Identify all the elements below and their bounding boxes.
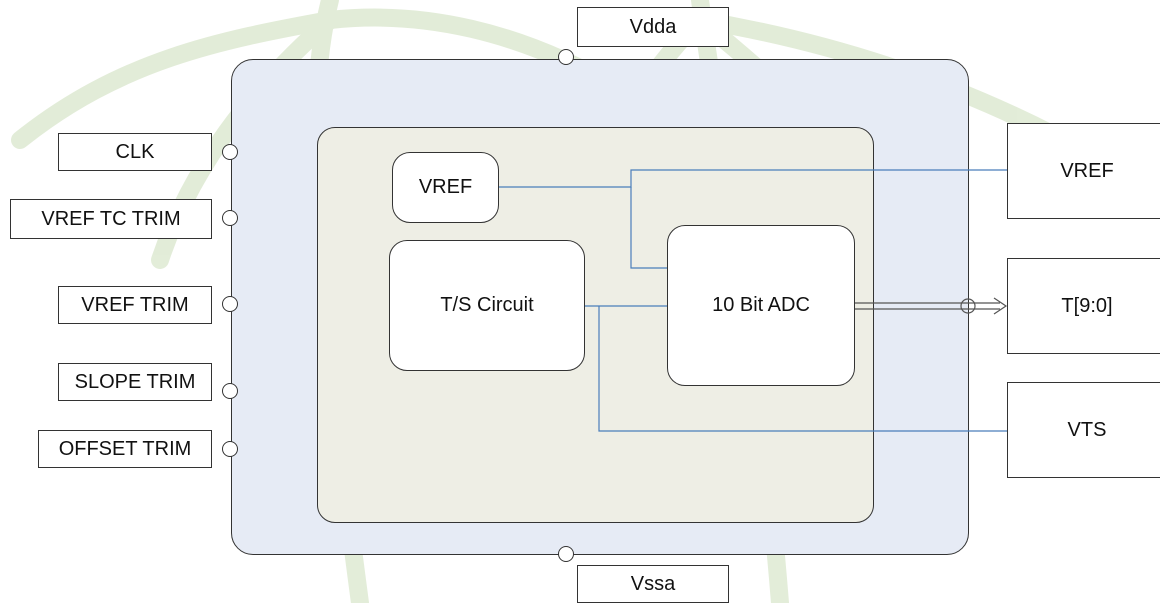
input-label-vref-tc-trim: VREF TC TRIM (10, 199, 212, 239)
input-label-clk: CLK (58, 133, 212, 171)
output-label-temperature: T[9:0] (1007, 258, 1160, 354)
vdda-label: Vdda (577, 7, 729, 47)
vref-block: VREF (392, 152, 499, 223)
ts-circuit-block: T/S Circuit (389, 240, 585, 371)
vdda-port (558, 49, 574, 65)
output-label-vref: VREF (1007, 123, 1160, 219)
input-label-offset-trim: OFFSET TRIM (38, 430, 212, 468)
input-label-slope-trim: SLOPE TRIM (58, 363, 212, 401)
input-port-slope-trim (222, 383, 238, 399)
input-port-vref-trim (222, 296, 238, 312)
vssa-label: Vssa (577, 565, 729, 603)
adc-block: 10 Bit ADC (667, 225, 855, 386)
input-label-vref-trim: VREF TRIM (58, 286, 212, 324)
input-port-clk (222, 144, 238, 160)
output-label-vts: VTS (1007, 382, 1160, 478)
input-port-offset-trim (222, 441, 238, 457)
input-port-vref-tc-trim (222, 210, 238, 226)
vssa-port (558, 546, 574, 562)
